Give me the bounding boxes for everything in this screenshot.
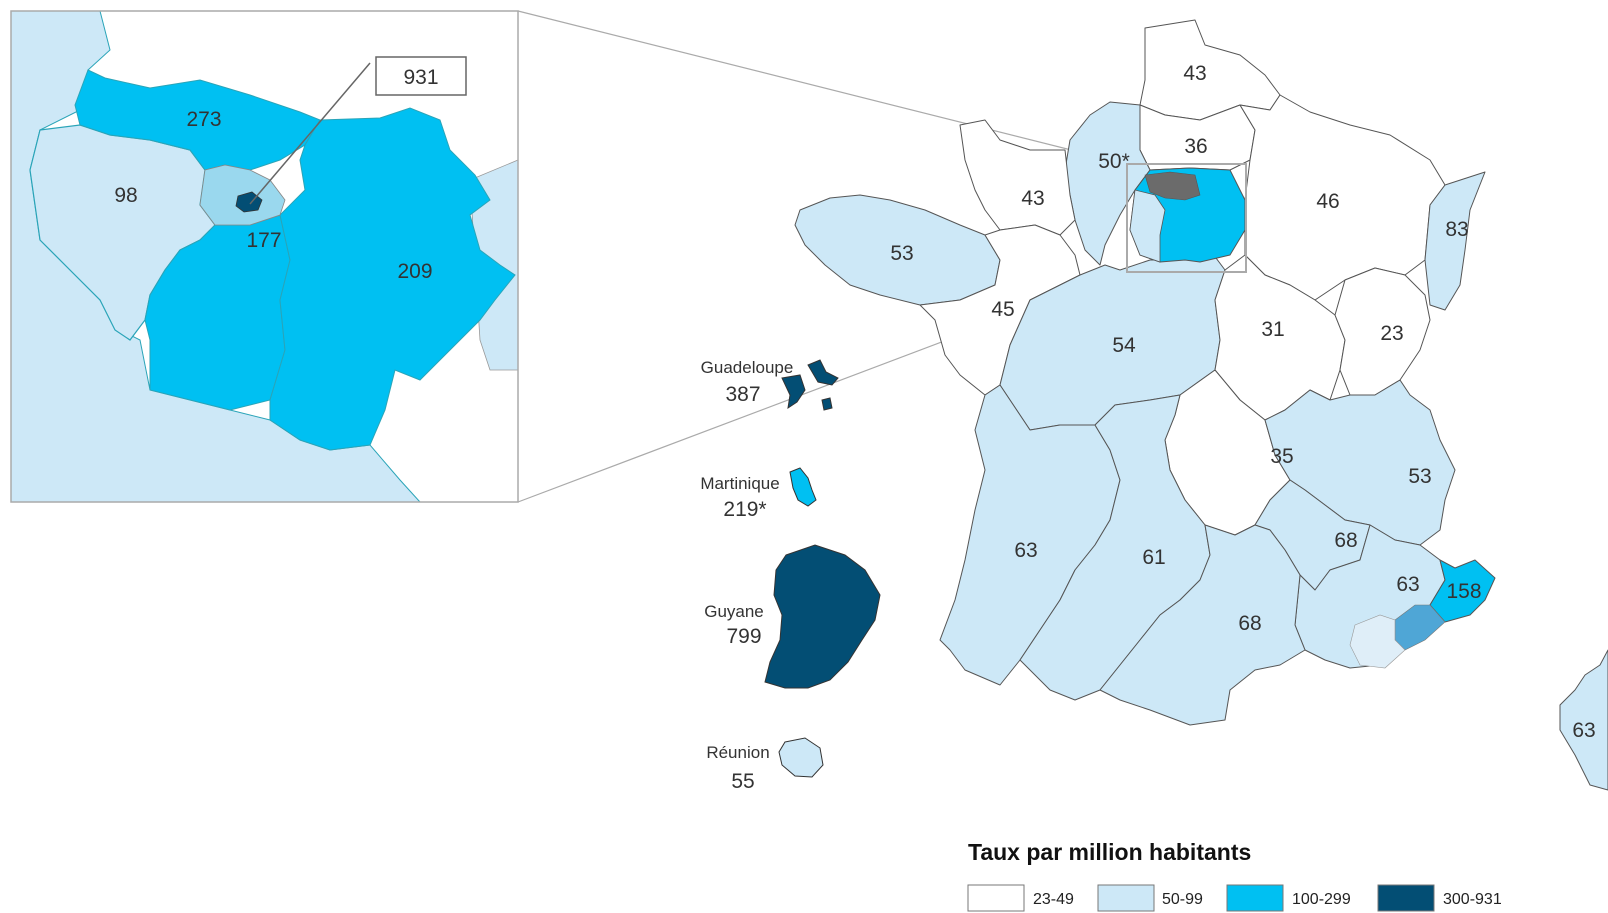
region-alpes-maritimes <box>1429 559 1496 623</box>
overseas-territories: Guadeloupe 387 Martinique 219* Guyane 79… <box>700 358 881 793</box>
zoom-indicator-box <box>1126 163 1247 273</box>
inset-callout-value: 931 <box>403 66 438 89</box>
legend-label: 23-49 <box>1033 891 1074 908</box>
legend: Taux par million habitants 23-49 50-99 100… <box>967 839 1502 912</box>
value-pays-de-la-loire: 45 <box>991 298 1014 321</box>
value-alpes-maritimes: 158 <box>1446 580 1481 603</box>
region-occitanie <box>1099 524 1306 726</box>
guyane-name: Guyane <box>704 602 764 621</box>
value-aquitaine: 63 <box>1014 539 1037 562</box>
value-alsace: 83 <box>1445 218 1468 241</box>
legend-label: 100-299 <box>1292 891 1351 908</box>
inset-value-center: 177 <box>246 229 281 252</box>
region-ile-de-france-west <box>1129 189 1166 263</box>
inset-value-east: 209 <box>397 260 432 283</box>
guadeloupe-shape <box>781 359 839 411</box>
guadeloupe-value: 387 <box>725 383 760 406</box>
value-limousin-midi: 61 <box>1142 546 1165 569</box>
value-bourgogne: 31 <box>1261 318 1284 341</box>
region-corse <box>1559 649 1608 791</box>
guyane-value: 799 <box>726 625 761 648</box>
inset-value-west: 98 <box>114 184 137 207</box>
value-normandie-ouest: 43 <box>1021 187 1044 210</box>
value-grand-est: 46 <box>1316 190 1339 213</box>
guadeloupe-name: Guadeloupe <box>701 358 794 377</box>
guyane-shape <box>764 544 881 689</box>
inset-map: 931 273 98 177 209 <box>10 10 519 503</box>
value-auvergne: 35 <box>1270 445 1293 468</box>
legend-label: 50-99 <box>1162 891 1203 908</box>
region-grand-est <box>1239 94 1446 301</box>
legend-swatch <box>967 884 1025 912</box>
martinique-shape <box>789 467 817 507</box>
zoom-connector-top <box>517 10 1128 165</box>
region-ile-de-france-north <box>1144 171 1201 201</box>
legend-swatch <box>1377 884 1435 912</box>
value-centre: 54 <box>1112 334 1136 357</box>
reunion-shape <box>778 737 824 778</box>
martinique-name: Martinique <box>700 474 779 493</box>
value-rhone-alpes-sud: 68 <box>1334 529 1357 552</box>
reunion-value: 55 <box>731 770 754 793</box>
legend-title: Taux par million habitants <box>968 839 1251 865</box>
legend-label: 300-931 <box>1443 891 1502 908</box>
value-bretagne: 53 <box>890 242 913 265</box>
region-hauts-de-france <box>1139 19 1281 121</box>
mainland-france: 43 36 50* 43 46 83 53 45 54 31 23 35 53 … <box>794 19 1608 791</box>
inset-val-doise <box>74 69 321 171</box>
reunion-name: Réunion <box>706 743 769 762</box>
value-normandie-est: 36 <box>1184 135 1207 158</box>
martinique-value: 219* <box>723 498 766 521</box>
value-normandie: 50* <box>1098 150 1130 173</box>
inset-value-north: 273 <box>186 108 221 131</box>
inset-seine-et-marne <box>269 107 516 451</box>
value-hauts-de-france: 43 <box>1183 62 1206 85</box>
inset-callout-box <box>375 56 467 96</box>
legend-swatch <box>1226 884 1284 912</box>
value-occitanie: 68 <box>1238 612 1261 635</box>
region-alsace <box>1424 171 1486 311</box>
legend-swatch <box>1097 884 1155 912</box>
region-normandie-ouest <box>959 119 1076 236</box>
region-bouches-du-rhone <box>1349 614 1406 669</box>
value-franche-comte: 23 <box>1380 322 1403 345</box>
inset-callout-line <box>249 62 371 205</box>
value-rhone-alpes: 53 <box>1408 465 1431 488</box>
value-corse: 63 <box>1572 719 1595 742</box>
value-paca: 63 <box>1396 573 1419 596</box>
